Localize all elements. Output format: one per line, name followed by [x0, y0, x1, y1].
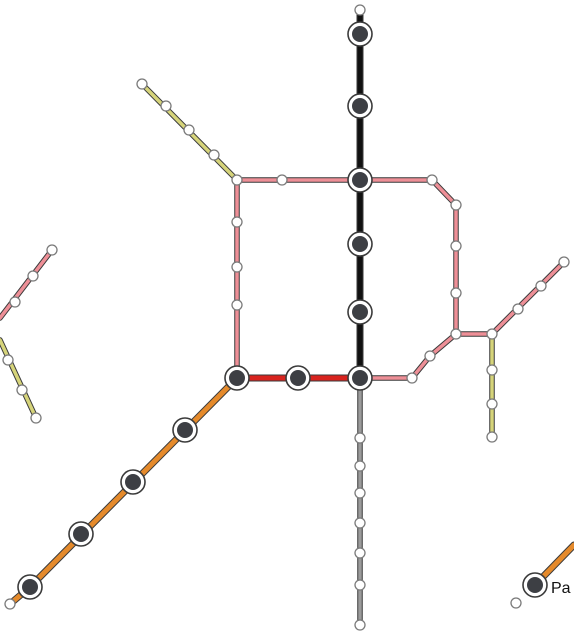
orange-line[interactable]	[7, 375, 240, 607]
interchange-station[interactable]	[347, 231, 373, 257]
station-marker[interactable]	[450, 240, 462, 252]
yellow-line[interactable]	[0, 338, 38, 420]
station-marker[interactable]	[535, 280, 547, 292]
station-marker[interactable]	[231, 216, 243, 228]
interchange-dot	[229, 370, 245, 386]
station-marker[interactable]	[450, 287, 462, 299]
interchange-station[interactable]	[347, 167, 373, 193]
station-marker[interactable]	[406, 372, 418, 384]
station-marker[interactable]	[30, 412, 42, 424]
interchange-dot	[352, 236, 368, 252]
station-marker[interactable]	[450, 199, 462, 211]
station-marker[interactable]	[486, 328, 498, 340]
station-marker[interactable]	[354, 517, 366, 529]
station-marker[interactable]	[276, 174, 288, 186]
station-marker[interactable]	[558, 256, 570, 268]
station-marker[interactable]	[208, 149, 220, 161]
station-marker[interactable]	[354, 547, 366, 559]
station-marker[interactable]	[4, 598, 16, 610]
interchange-station[interactable]	[68, 521, 94, 547]
station-marker[interactable]	[183, 124, 195, 136]
station-marker[interactable]	[354, 579, 366, 591]
pink-line-casing	[453, 259, 567, 337]
station-marker[interactable]	[486, 364, 498, 376]
interchange-dot	[125, 474, 141, 490]
station-marker[interactable]	[9, 296, 21, 308]
interchange-station[interactable]	[224, 365, 250, 391]
interchange-station[interactable]	[17, 574, 43, 600]
interchange-dot	[352, 172, 368, 188]
station-marker[interactable]	[354, 432, 366, 444]
station-marker[interactable]	[450, 328, 462, 340]
stations-layer	[2, 4, 570, 631]
interchange-dot	[352, 370, 368, 386]
labels-layer: Pa	[551, 580, 571, 597]
station-marker[interactable]	[16, 384, 28, 396]
station-marker[interactable]	[2, 354, 14, 366]
station-marker[interactable]	[231, 299, 243, 311]
interchange-dot	[73, 526, 89, 542]
interchange-station[interactable]	[347, 299, 373, 325]
interchange-dot	[352, 304, 368, 320]
station-marker[interactable]	[27, 270, 39, 282]
interchange-station[interactable]	[522, 572, 548, 598]
station-marker[interactable]	[510, 597, 522, 609]
station-marker[interactable]	[486, 398, 498, 410]
pink-line-casing	[234, 177, 459, 381]
interchange-dot	[22, 579, 38, 595]
interchange-dot	[177, 422, 193, 438]
interchange-dot	[290, 370, 306, 386]
station-marker[interactable]	[512, 303, 524, 315]
interchange-station[interactable]	[347, 93, 373, 119]
station-marker[interactable]	[354, 487, 366, 499]
station-marker[interactable]	[426, 174, 438, 186]
interchange-station[interactable]	[347, 365, 373, 391]
interchange-dot	[527, 577, 543, 593]
interchange-dot	[352, 98, 368, 114]
interchange-station[interactable]	[172, 417, 198, 443]
interchange-station[interactable]	[285, 365, 311, 391]
station-marker[interactable]	[46, 244, 58, 256]
station-marker[interactable]	[231, 261, 243, 273]
pink-line[interactable]	[454, 260, 566, 336]
interchange-station[interactable]	[347, 21, 373, 47]
pink-line[interactable]	[235, 178, 458, 380]
station-marker[interactable]	[354, 4, 366, 16]
lines-layer	[0, 6, 574, 628]
station-label-pa[interactable]: Pa	[551, 580, 571, 597]
station-marker[interactable]	[160, 100, 172, 112]
station-marker[interactable]	[486, 431, 498, 443]
interchange-station[interactable]	[120, 469, 146, 495]
station-marker[interactable]	[231, 174, 243, 186]
interchange-dot	[352, 26, 368, 42]
station-marker[interactable]	[424, 350, 436, 362]
station-marker[interactable]	[354, 460, 366, 472]
pink-line[interactable]	[0, 248, 54, 320]
station-marker[interactable]	[354, 619, 366, 631]
station-marker[interactable]	[136, 78, 148, 90]
